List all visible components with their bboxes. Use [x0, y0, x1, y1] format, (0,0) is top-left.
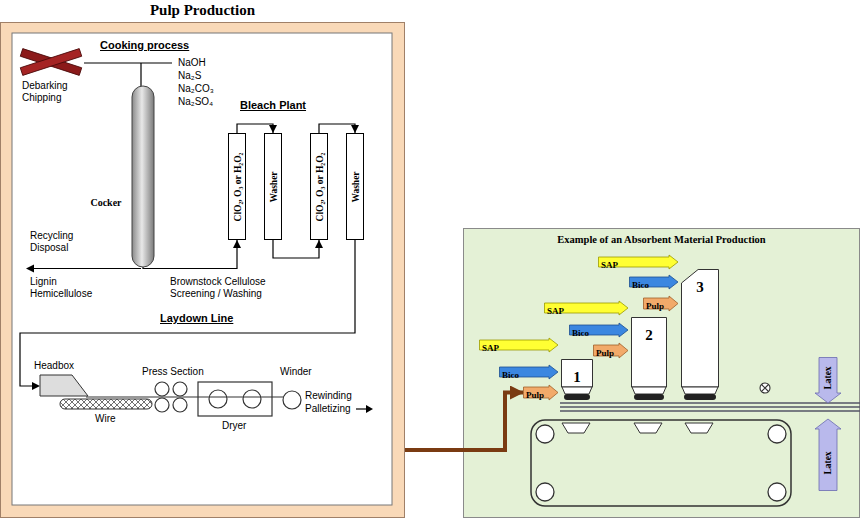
feed-label: SAP — [547, 306, 564, 316]
process-label: Recycling — [30, 230, 73, 242]
section-heading: Cooking process — [100, 39, 189, 52]
feed-label: Bico — [572, 328, 589, 338]
forming-belt — [531, 420, 791, 506]
process-label: Winder — [280, 366, 312, 378]
recycle-line — [34, 268, 141, 269]
feed-arrow: Pulp — [523, 385, 558, 400]
callout-number: 1 — [573, 369, 581, 386]
feed-line — [84, 63, 172, 86]
flow-connector — [237, 124, 273, 133]
feed-label: Pulp — [526, 390, 544, 400]
process-label: Brownstock Cellulose — [170, 276, 266, 288]
press-rolls — [155, 382, 187, 412]
process-label: Lignin — [30, 276, 57, 288]
web-line — [198, 396, 272, 397]
flow-connector — [143, 240, 237, 269]
arrowhead — [366, 405, 373, 413]
section-heading: Bleach Plant — [240, 99, 306, 112]
column-label: Washer — [267, 171, 279, 202]
section-heading: Laydown Line — [160, 312, 233, 325]
process-label: Palletizing — [305, 403, 351, 415]
log-icon — [20, 49, 81, 76]
calender-symbol — [760, 383, 770, 393]
process-label: Hemicellulose — [30, 288, 92, 300]
forming-drum: 3 — [681, 269, 719, 401]
feed-label: Pulp — [646, 301, 664, 311]
arrowhead — [32, 382, 40, 390]
process-label: Na₂SO₄ — [178, 96, 213, 108]
feed-label: SAP — [482, 343, 499, 353]
column-label: Washer — [349, 171, 361, 202]
pulp-line — [20, 240, 355, 386]
feed-arrow: Pulp — [593, 343, 628, 358]
flow-connector — [273, 240, 319, 258]
process-label: Dryer — [222, 420, 246, 432]
panel-title: Pulp Production — [0, 0, 405, 19]
process-label: Na₂CO₃ — [178, 83, 214, 95]
callout-number: 2 — [645, 327, 653, 344]
output-line — [356, 408, 366, 409]
process-label: NaOH — [178, 57, 206, 69]
bleach-column: Washer — [346, 133, 364, 240]
arrow-label: Latex — [823, 451, 833, 474]
latex-arrow: Latex — [815, 419, 841, 491]
feed-label: Bico — [632, 280, 649, 290]
feed-label: SAP — [601, 260, 618, 270]
callout-number: 3 — [696, 279, 704, 296]
winder-roll — [283, 391, 301, 409]
latex-arrow: Latex — [815, 357, 841, 403]
process-label: Press Section — [142, 366, 204, 378]
bleach-column: ClO₂, O₃ or H₂O₂ — [228, 133, 246, 240]
arrowhead — [26, 265, 34, 273]
inner-panel — [12, 33, 392, 505]
feed-arrow: SAP — [479, 338, 558, 352]
process-label: Disposal — [30, 242, 68, 254]
wire-conveyor — [60, 399, 152, 409]
bleach-column: Washer — [264, 133, 282, 240]
dryer-cylinders — [209, 390, 261, 408]
bleach-column: ClO₂, O₃ or H₂O₂ — [310, 133, 328, 240]
panel-title: Example of an Absorbent Material Product… — [464, 234, 859, 245]
feed-arrow: Bico — [569, 323, 628, 337]
feed-arrow: SAP — [544, 301, 628, 315]
feed-arrow: SAP — [598, 255, 678, 269]
feed-label: Pulp — [596, 348, 614, 358]
process-label: Headbox — [34, 360, 74, 372]
process-panel: Example of an Absorbent Material Product… — [463, 228, 860, 518]
feed-label: Bico — [502, 370, 519, 380]
vessel-label: Cocker — [90, 195, 121, 208]
feed-arrow: Pulp — [643, 296, 678, 311]
headbox-shape — [40, 375, 88, 396]
forming-drum: 2 — [631, 317, 667, 401]
arrow-label: Latex — [823, 366, 833, 389]
suction-boxes — [562, 423, 713, 433]
column-label: ClO₂, O₃ or H₂O₂ — [313, 152, 325, 221]
dryer-box — [198, 382, 272, 416]
column-label: ClO₂, O₃ or H₂O₂ — [231, 152, 243, 221]
process-label: Screening / Washing — [170, 288, 262, 300]
process-label: Chipping — [22, 92, 61, 104]
flow-connector — [319, 124, 355, 133]
process-label: Na₂S — [178, 70, 201, 82]
process-label: Debarking — [22, 80, 68, 92]
process-label: Wire — [95, 413, 116, 425]
web-layers — [560, 403, 860, 411]
feed-arrow: Bico — [499, 365, 558, 379]
belt-rollers — [536, 425, 786, 501]
forming-drum: 1 — [561, 359, 593, 401]
material-flow-arrow — [405, 393, 523, 451]
feed-arrow: Bico — [629, 275, 678, 289]
web-line — [86, 396, 292, 397]
process-label: Rewinding — [305, 390, 352, 402]
